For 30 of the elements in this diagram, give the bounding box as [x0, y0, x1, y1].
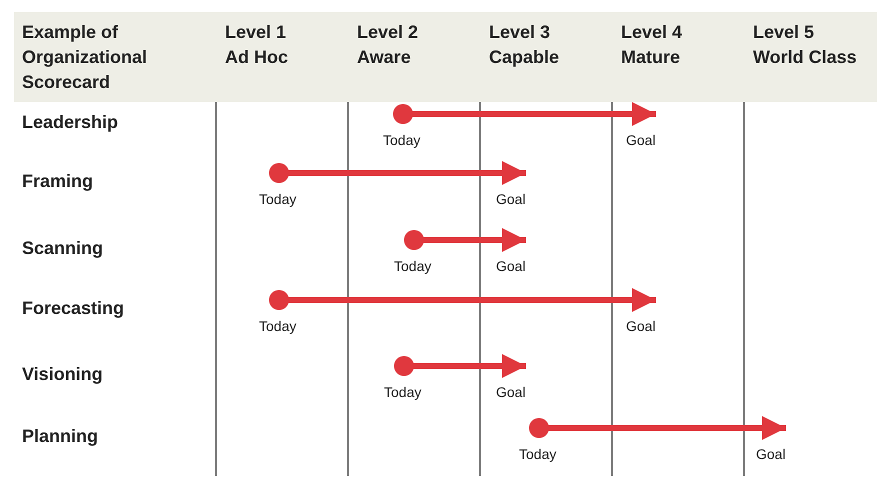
- progress-arrow: [287, 161, 526, 185]
- level-heading: Level 4 Mature: [621, 21, 684, 69]
- row-label: Planning: [22, 426, 98, 447]
- progress-arrow: [547, 416, 786, 440]
- goal-label: Goal: [496, 191, 526, 207]
- today-label: Today: [384, 384, 422, 400]
- level-heading: Level 2 Aware: [357, 21, 420, 69]
- level-heading: Level 3 Capable: [489, 21, 560, 69]
- goal-label: Goal: [626, 132, 656, 148]
- scorecard-title: Example of Organizational Scorecard: [22, 21, 148, 94]
- row-label: Leadership: [22, 112, 118, 133]
- progress-arrow: [411, 102, 656, 126]
- progress-arrow: [412, 354, 526, 378]
- goal-label: Goal: [496, 258, 526, 274]
- row-label: Visioning: [22, 364, 103, 385]
- today-label: Today: [259, 318, 296, 334]
- today-label: Today: [394, 258, 432, 274]
- today-label: Today: [383, 132, 420, 148]
- progress-arrow: [287, 288, 656, 312]
- today-label: Today: [259, 191, 296, 207]
- level-heading: Level 5 World Class: [753, 21, 858, 69]
- row-label: Framing: [22, 171, 94, 192]
- row-label: Scanning: [22, 238, 104, 259]
- goal-label: Goal: [756, 446, 786, 462]
- row-label: Forecasting: [22, 298, 124, 319]
- goal-label: Goal: [496, 384, 526, 400]
- today-label: Today: [519, 446, 556, 462]
- progress-arrow: [422, 228, 526, 252]
- goal-label: Goal: [626, 318, 656, 334]
- level-heading: Level 1 Ad Hoc: [225, 21, 289, 69]
